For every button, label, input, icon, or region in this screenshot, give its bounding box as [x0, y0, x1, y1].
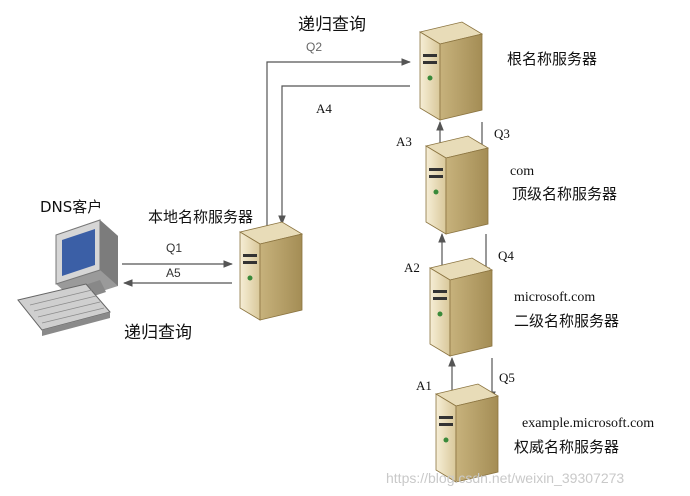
local-server-label: 本地名称服务器: [148, 208, 254, 226]
second-level-server-label: 二级名称服务器: [514, 312, 620, 330]
arrow-label-q3: Q3: [494, 126, 510, 141]
arrow-label-a2: A2: [404, 260, 420, 275]
ms-domain-label: microsoft.com: [514, 290, 596, 305]
arrow-label-a5: A5: [166, 266, 181, 280]
arrow-a4: [278, 85, 410, 225]
example-domain-label: example.microsoft.com: [522, 416, 655, 431]
dns-client-computer-icon: [17, 219, 118, 336]
recursive-query-label-top: 递归查询: [298, 15, 366, 35]
arrow-label-q2: Q2: [306, 40, 323, 54]
arrow-label-a1: A1: [416, 378, 432, 393]
arrow-q2: [266, 58, 411, 228]
root-server-icon: [418, 21, 484, 121]
tld-server-label: 顶级名称服务器: [512, 185, 618, 203]
authoritative-server-icon: [434, 383, 500, 483]
arrow-label-q5: Q5: [499, 370, 515, 385]
authoritative-server-label: 权威名称服务器: [514, 438, 620, 456]
watermark: https://blog.csdn.net/weixin_39307273: [386, 470, 625, 486]
recursive-query-label-bottom: 递归查询: [124, 323, 192, 343]
local-server-icon: [238, 221, 304, 321]
com-domain-label: com: [510, 164, 535, 179]
tld-server-icon: [424, 135, 490, 235]
arrow-label-a4: A4: [316, 101, 332, 116]
root-server-label: 根名称服务器: [507, 50, 598, 68]
arrow-label-q1: Q1: [166, 241, 183, 255]
arrow-label-a3: A3: [396, 134, 412, 149]
second-level-server-icon: [428, 257, 494, 357]
arrow-label-q4: Q4: [498, 248, 514, 263]
dns-client-label: DNS客户: [40, 198, 103, 216]
